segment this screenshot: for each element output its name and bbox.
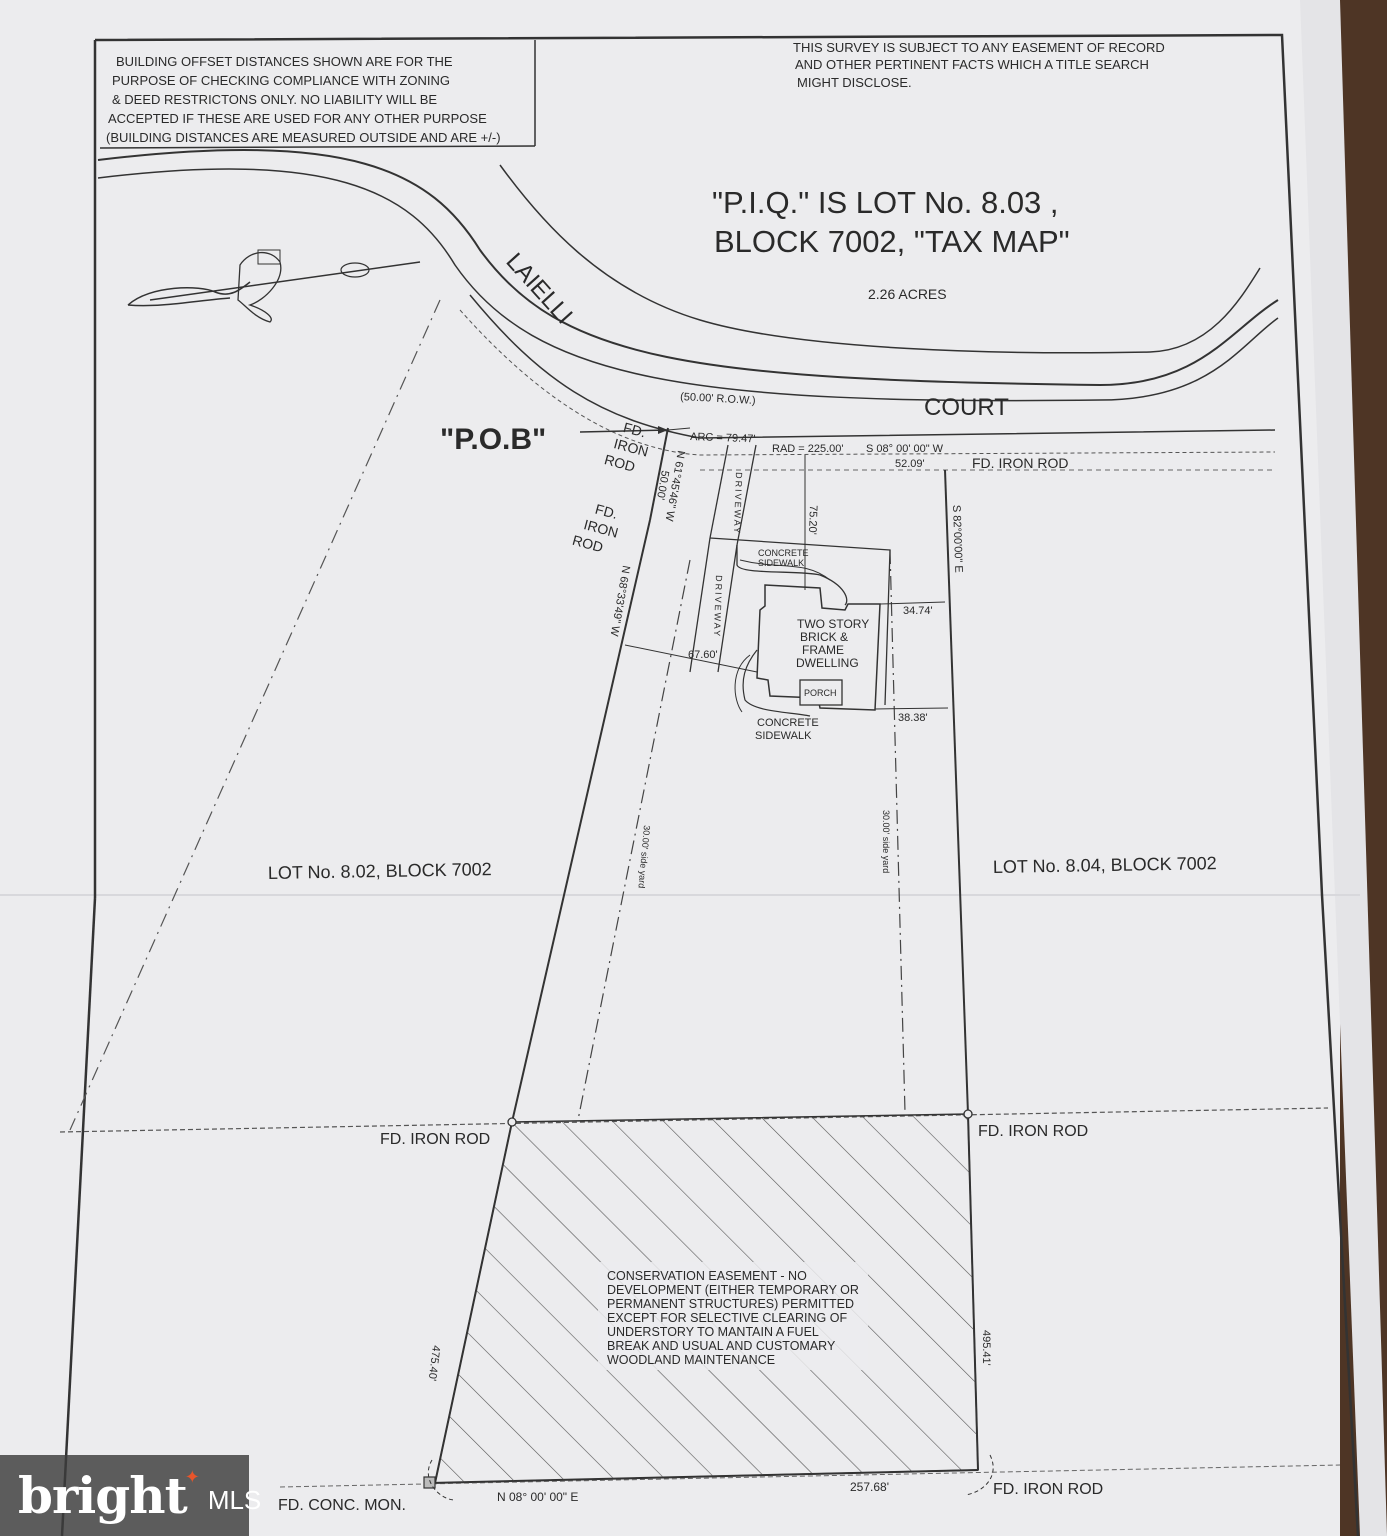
- side-yard-line-west: [577, 559, 691, 1121]
- right-of-way: (50.00' R.O.W.): [680, 391, 756, 407]
- sidewalk-label-top: CONCRETE: [758, 548, 809, 558]
- dwelling-label: TWO STORY: [797, 617, 869, 631]
- side-yard-label-east: 30.00' side yard: [881, 810, 891, 873]
- dwelling-footprint: [756, 584, 881, 711]
- easement-note-line: THIS SURVEY IS SUBJECT TO ANY EASEMENT O…: [793, 40, 1165, 55]
- dwelling-label: BRICK &: [800, 630, 848, 644]
- radius: RAD = 225.00': [772, 443, 844, 455]
- arc-length: ARC = 79.47': [690, 431, 756, 445]
- iron-rod-label-3: FD. IRON ROD: [972, 455, 1068, 471]
- iron-rod-label-5: FD. IRON ROD: [978, 1123, 1088, 1140]
- easement-note-line: MIGHT DISCLOSE.: [797, 75, 912, 90]
- dwelling-label: DWELLING: [796, 656, 859, 670]
- porch-label: PORCH: [804, 688, 837, 698]
- svg-text:EXCEPT FOR SELECTIVE CLEARING: EXCEPT FOR SELECTIVE CLEARING OF: [607, 1311, 847, 1325]
- offset-note-line: (BUILDING DISTANCES ARE MEASURED OUTSIDE…: [106, 130, 501, 145]
- easement-note-line: AND OTHER PERTINENT FACTS WHICH A TITLE …: [795, 57, 1149, 72]
- svg-text:FD.: FD.: [622, 419, 648, 440]
- conc-mon-label: FD. CONC. MON.: [278, 1497, 406, 1514]
- title-line-1: "P.I.Q." IS LOT No. 8.03 ,: [712, 185, 1059, 220]
- side-yard-line-east: [889, 549, 906, 1113]
- dim-75: 75.20': [806, 505, 819, 535]
- point-of-beginning: "P.O.B": [440, 423, 546, 456]
- title-line-2: BLOCK 7002, "TAX MAP": [714, 224, 1070, 259]
- dim-47540: 475.40': [426, 1345, 442, 1382]
- street-name-court: COURT: [924, 394, 1009, 421]
- dim-3474: 34.74': [903, 605, 933, 617]
- property-line-east: [944, 469, 969, 1115]
- bearing-b3: S 82°00'00" E: [950, 505, 964, 573]
- row-line-south: [469, 294, 1276, 439]
- svg-text:UNDERSTORY TO MANTAIN A FUEL: UNDERSTORY TO MANTAIN A FUEL: [607, 1325, 819, 1339]
- driveway-label: DRIVEWAY: [732, 472, 744, 535]
- brand-suffix: MLS: [207, 1485, 262, 1515]
- driveway-label: DRIVEWAY: [712, 575, 724, 638]
- offset-note-line: BUILDING OFFSET DISTANCES SHOWN ARE FOR …: [116, 54, 453, 69]
- porch: [799, 679, 843, 706]
- svg-text:FD.: FD.: [594, 501, 620, 522]
- iron-rod-label-2: FD. IRON ROD: [571, 501, 620, 556]
- acreage: 2.26 ACRES: [868, 286, 947, 302]
- svg-text:ROD: ROD: [571, 532, 605, 556]
- chord-bearing: S 08° 00' 00" W: [866, 443, 944, 455]
- adjacent-lot-east: LOT No. 8.04, BLOCK 7002: [993, 853, 1217, 877]
- dim-50: 50.00': [654, 469, 671, 500]
- brand-star-icon: ✦: [184, 1467, 200, 1487]
- dwelling-label: FRAME: [802, 643, 844, 657]
- border-frame: [94, 33, 1360, 1536]
- svg-text:CONSERVATION EASEMENT - NO: CONSERVATION EASEMENT - NO: [607, 1269, 807, 1283]
- dim-49541: 495.41': [980, 1330, 992, 1366]
- conservation-easement-note: CONSERVATION EASEMENT - NO DEVELOPMENT (…: [607, 1269, 859, 1367]
- road-edge-inner: [97, 168, 1279, 402]
- offset-note: BUILDING OFFSET DISTANCES SHOWN ARE FOR …: [106, 54, 501, 145]
- brightmls-watermark: bright ✦ MLS: [0, 1455, 261, 1536]
- dim-25768: 257.68': [850, 1480, 889, 1494]
- offset-note-line: PURPOSE OF CHECKING COMPLIANCE WITH ZONI…: [112, 73, 450, 88]
- iron-rod-label-6: FD. IRON ROD: [993, 1481, 1103, 1498]
- offset-note-line: & DEED RESTRICTONS ONLY. NO LIABILITY WI…: [112, 92, 437, 107]
- sidewalk-label-bottom: CONCRETE: [757, 717, 819, 729]
- svg-text:WOODLAND MAINTENANCE: WOODLAND MAINTENANCE: [607, 1353, 775, 1367]
- row-line-north: [499, 164, 1261, 354]
- sidewalk-label-bottom: SIDEWALK: [755, 730, 812, 742]
- iron-rod-label-4: FD. IRON ROD: [380, 1131, 490, 1148]
- property-line-west-upper: [649, 427, 669, 521]
- svg-text:BREAK AND USUAL AND CUSTOMARY: BREAK AND USUAL AND CUSTOMARY: [607, 1339, 836, 1353]
- sidewalk-label-top: SIDEWALK: [758, 558, 804, 568]
- svg-text:PERMANENT STRUCTURES) PERMITTE: PERMANENT STRUCTURES) PERMITTED: [607, 1297, 854, 1311]
- brand-word: bright: [18, 1466, 188, 1525]
- road-edge-outer: [97, 149, 1279, 387]
- offset-note-line: ACCEPTED IF THESE ARE USED FOR ANY OTHER…: [108, 111, 487, 126]
- dim-52: 52.09': [895, 458, 925, 470]
- svg-text:ROD: ROD: [603, 451, 637, 475]
- svg-text:DEVELOPMENT (EITHER TEMPORARY: DEVELOPMENT (EITHER TEMPORARY OR: [607, 1283, 859, 1297]
- adjacent-lot-west: LOT No. 8.02, BLOCK 7002: [268, 859, 492, 883]
- property-line-west: [511, 519, 651, 1123]
- dim-3838: 38.38': [898, 712, 928, 724]
- easement-note: THIS SURVEY IS SUBJECT TO ANY EASEMENT O…: [793, 40, 1165, 90]
- north-arrow-icon: [127, 249, 421, 323]
- dim-6760: 67.60': [688, 649, 718, 661]
- bearing-b4: N 08° 00' 00" E: [497, 1490, 578, 1504]
